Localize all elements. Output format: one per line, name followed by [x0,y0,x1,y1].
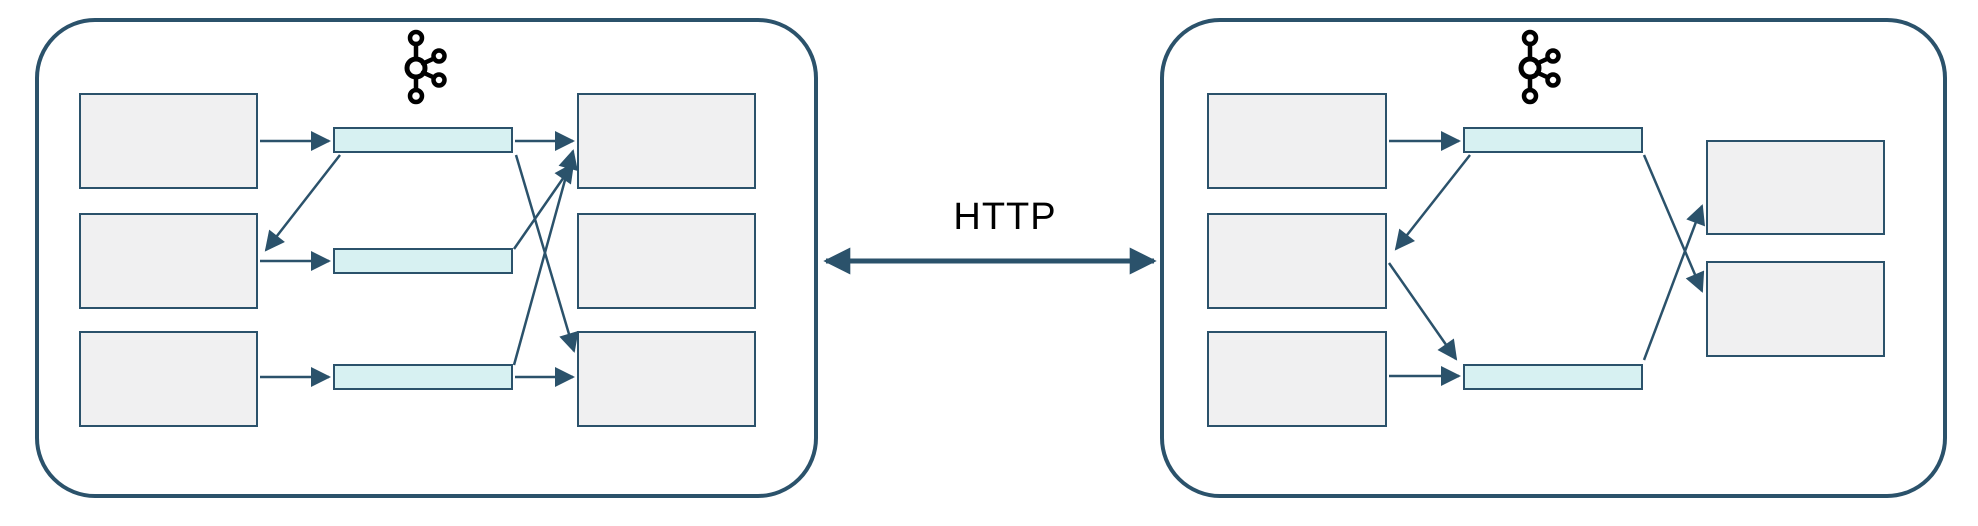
left-producer-2 [79,213,258,309]
right-producer-2 [1207,213,1387,309]
right-producer-3 [1207,331,1387,427]
left-topic-3 [333,364,513,390]
left-producer-1 [79,93,258,189]
left-consumer-3 [577,331,756,427]
right-consumer-2 [1706,261,1885,357]
right-producer-1 [1207,93,1387,189]
left-consumer-1 [577,93,756,189]
left-topic-2 [333,248,513,274]
left-producer-3 [79,331,258,427]
right-consumer-1 [1706,140,1885,235]
right-topic-1 [1463,127,1643,153]
http-label: HTTP [953,196,1057,238]
right-topic-2 [1463,364,1643,390]
kafka-logo-icon [404,29,447,105]
left-topic-1 [333,127,513,153]
left-consumer-2 [577,213,756,309]
kafka-logo-icon [1518,29,1561,105]
